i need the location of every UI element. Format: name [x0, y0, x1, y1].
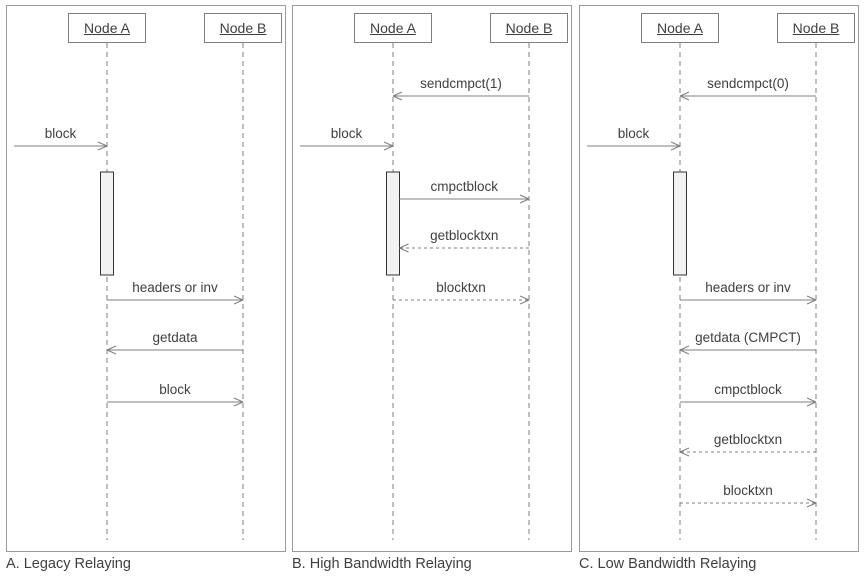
arrowhead	[806, 498, 817, 504]
arrowhead	[806, 295, 817, 301]
arrowhead	[679, 451, 690, 457]
arrowhead	[392, 91, 403, 97]
node-label: Node B	[505, 20, 553, 36]
panel-b-caption: B. High Bandwidth Relaying	[292, 556, 472, 572]
arrowhead	[519, 194, 530, 200]
arrowhead	[519, 299, 530, 305]
message-label: block	[159, 382, 191, 397]
node-box-a: Node A	[354, 13, 432, 43]
message-label: getdata (CMPCT)	[695, 330, 801, 345]
message-label: cmpctblock	[714, 382, 782, 397]
node-box-b: Node B	[204, 13, 282, 43]
message-label: sendcmpct(1)	[420, 76, 502, 91]
panel-b-frame	[292, 5, 572, 552]
arrowhead	[679, 447, 690, 453]
node-label: Node B	[219, 20, 267, 36]
arrowhead	[679, 345, 690, 351]
activation-bar	[386, 171, 400, 276]
node-box-a: Node A	[641, 13, 719, 43]
arrowhead	[106, 349, 117, 355]
arrowhead	[679, 91, 690, 97]
message-label: block	[617, 126, 650, 141]
message-label: getblocktxn	[430, 228, 499, 243]
arrowhead	[97, 145, 108, 151]
arrowhead	[233, 295, 244, 301]
arrowhead	[670, 145, 681, 151]
arrowhead	[97, 141, 108, 147]
arrowhead	[806, 397, 817, 403]
node-box-a: Node A	[68, 13, 146, 43]
arrowhead	[519, 295, 530, 301]
arrowhead	[383, 141, 394, 147]
message-label: sendcmpct(0)	[707, 76, 789, 91]
arrowhead	[233, 401, 244, 407]
arrowhead	[233, 397, 244, 403]
arrowhead	[806, 401, 817, 407]
arrowhead	[806, 299, 817, 305]
message-label: block	[330, 126, 363, 141]
message-label: block	[44, 126, 77, 141]
node-label: Node B	[792, 20, 840, 36]
node-label: Node A	[84, 20, 130, 36]
arrowhead	[383, 145, 394, 151]
arrowhead	[106, 345, 117, 351]
arrowhead	[399, 247, 409, 253]
panel-a-frame	[6, 5, 286, 552]
arrowhead	[679, 349, 690, 355]
activation-bar	[673, 171, 687, 276]
node-box-b: Node B	[777, 13, 855, 43]
arrowhead	[399, 243, 409, 249]
arrowhead	[670, 141, 681, 147]
arrowhead	[233, 299, 244, 305]
node-label: Node A	[370, 20, 416, 36]
message-label: getdata	[152, 330, 198, 345]
message-label: blocktxn	[436, 280, 486, 295]
arrowhead	[519, 198, 530, 204]
panel-c-frame	[579, 5, 859, 552]
arrowhead	[392, 95, 403, 101]
node-box-b: Node B	[490, 13, 568, 43]
message-label: headers or inv	[132, 280, 218, 295]
message-label: blocktxn	[723, 483, 773, 498]
panel-a-caption: A. Legacy Relaying	[6, 556, 131, 572]
activation-bar	[100, 171, 114, 276]
message-label: getblocktxn	[713, 432, 783, 447]
message-label: cmpctblock	[430, 179, 499, 194]
panel-c-caption: C. Low Bandwidth Relaying	[579, 556, 757, 572]
arrowhead	[679, 95, 690, 101]
arrowhead	[806, 502, 817, 508]
node-label: Node A	[657, 20, 703, 36]
message-label: headers or inv	[705, 280, 791, 295]
